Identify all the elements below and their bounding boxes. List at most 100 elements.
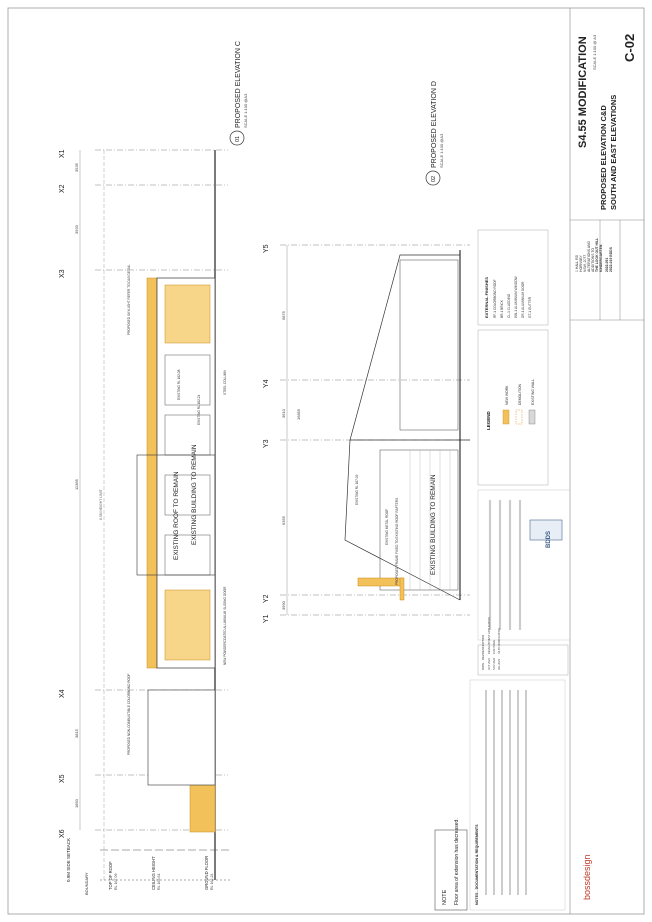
elevation-c-title-text: PROPOSED ELEVATION C <box>235 41 242 128</box>
finish-item: WN-1 ALUMINIUM WINDOW <box>514 276 518 318</box>
notes-heading: NOTES - DOCUMENTATION & REQUIREMENTS <box>475 824 479 905</box>
legend-swatch-new <box>502 409 510 425</box>
finish-item: BR-1 BRICK <box>500 299 504 318</box>
callout-c: PROPOSED SKYLIGHT REFER TO DA3 DETAIL <box>127 264 131 335</box>
dim-c: 3933 <box>74 224 79 234</box>
rev-cell: NOV 2022 <box>492 657 496 670</box>
finishes-box: EXTERNAL FINISHES RF-1 COLORBOND ROOF BR… <box>477 229 549 326</box>
finish-item: DR-1 ALUMINIUM DOOR <box>521 281 525 318</box>
dim-c: 3535 <box>74 162 79 172</box>
grid-label-x6: X6 <box>59 829 66 838</box>
grid-label-y4: Y4 <box>263 379 270 388</box>
grid-label-x2: X2 <box>59 184 66 193</box>
project-address: 1 HALL RD HORNSBY NSW, 2077 ALTERATIONS … <box>575 238 613 272</box>
elevation-c-number: 01 <box>235 136 241 142</box>
grid-label-y2: Y2 <box>263 594 270 603</box>
rev-header: REV <box>481 654 485 660</box>
finish-item: RF-1 COLORBOND ROOF <box>493 279 497 318</box>
callout-c: NEW POWDERCOATED ALUMINIUM SLIDING DOOR <box>223 586 227 665</box>
boundary-label: BOUNDARY <box>84 872 89 895</box>
notes-area <box>477 489 571 641</box>
legend-heading: LEGEND <box>486 410 491 430</box>
elevation-c-title: 01 PROPOSED ELEVATION C SCALE 1:100 @A3 <box>229 41 248 146</box>
project-reference: 2022-015 BDDS <box>609 246 613 272</box>
new-door-c <box>164 414 211 456</box>
height-limit-label: 8.5M HEIGHT LIMIT <box>99 489 103 520</box>
legend-item: EXISTING WALL <box>531 379 535 405</box>
new-extension-c <box>189 779 216 833</box>
callout-d: EXISTING BUILDING TO REMAIN <box>430 474 437 575</box>
rev-header: DESCRIPTION <box>481 635 485 654</box>
sheet-scale: SCALE 1:100 @ A3 <box>592 34 597 70</box>
legend-box: LEGEND NEW WORK DEMOLITION EXISTING WALL <box>477 329 549 486</box>
dim-d: 6355 <box>281 515 286 525</box>
dim-d: 3610 <box>281 408 286 418</box>
project-line: ALTERATIONS AND <box>587 240 591 272</box>
level-top-of-roof: TOP OF ROOF <box>108 861 113 890</box>
legend-swatch-demo <box>515 409 523 425</box>
legend-swatch-existing <box>528 409 536 425</box>
project-line: HORNSBY <box>579 254 583 272</box>
new-door-c <box>164 284 211 344</box>
grid-label-y3: Y3 <box>263 439 270 448</box>
level-markers: TOP OF ROOF RL 167.09 CEILING HEIGHT RL … <box>66 489 214 895</box>
project-line: 1 HALL RD <box>575 254 579 272</box>
level-ground-rl: RL 162.24 <box>210 874 214 890</box>
legend-item: DEMOLITION <box>518 383 522 405</box>
grid-label-x1: X1 <box>59 149 66 158</box>
side-setback-label: 0.9M SIDE SETBACK <box>66 838 71 882</box>
elevation-d-title: 02 PROPOSED ELEVATION D SCALE 1:100 @A3 <box>425 81 444 186</box>
level-ceiling-rl: RL 163.61 <box>157 874 161 890</box>
elevation-c-drawing <box>100 150 230 881</box>
callout-d: PROPOSED FRAME FIXED TO EXISTING ROOF RA… <box>395 498 399 585</box>
note-title: NOTE <box>442 889 448 905</box>
grid-label-x5: X5 <box>59 774 66 783</box>
level-ceiling: CEILING HEIGHT <box>151 856 156 890</box>
level-ground: GROUND FLOOR <box>204 856 209 890</box>
new-door-c <box>164 534 211 576</box>
rev-header: DATE <box>481 663 485 670</box>
dim-d: 5875 <box>281 310 286 320</box>
project-line: ADDITIONS TO <box>591 248 595 272</box>
dim-c: 1850 <box>74 798 79 808</box>
new-door-c <box>164 474 211 516</box>
dim-c: 3815 <box>74 728 79 738</box>
sheet-title: S4.55 MODIFICATION <box>577 36 589 148</box>
callout-d: EXISTING RL 167.09 <box>355 474 359 505</box>
elevation-c-marker <box>229 130 245 146</box>
dim-c: 11385 <box>74 478 79 490</box>
grid-label-x4: X4 <box>59 689 66 698</box>
grid-d: Y5 Y4 Y3 Y2 Y1 <box>263 244 470 623</box>
project-line: THE LOOK OUT HILL <box>595 238 599 272</box>
drawing-title-2: SOUTH AND EAST ELEVATIONS <box>609 95 618 210</box>
sheet-number: C-02 <box>622 34 637 62</box>
callout-c: EXISTING RL 162.08 <box>177 369 181 400</box>
dim-d: 3990 <box>281 600 286 610</box>
callout-c: EXISTING RL 162.24 <box>197 394 201 425</box>
rev-cell: JUL 2023 <box>497 658 501 670</box>
bdds-logo: BDDS <box>529 519 563 548</box>
grid-label-y5: Y5 <box>263 244 270 253</box>
elevation-c-scale: SCALE 1:100 @A3 <box>243 93 248 128</box>
callout-c: PROPOSED NON-COMBUSTIBLE COLORBOND ROOF <box>127 673 131 755</box>
bdds-logo-text: BDDS <box>546 531 552 548</box>
note-box: NOTE Floor area of extension has decreas… <box>434 818 468 911</box>
dimensions-d: 5875 3610 6355 3990 16855 <box>281 245 301 615</box>
new-frame-d <box>399 577 405 601</box>
finishes-heading: EXTERNAL FINISHES <box>484 277 489 318</box>
level-top-of-roof-rl: RL 167.09 <box>114 874 118 890</box>
dim-d: 16855 <box>296 408 301 420</box>
rev-cell: DEVELOPMENT APPLICATION <box>487 617 491 654</box>
drawing-title-1: PROPOSED ELEVATION C&D <box>599 105 608 210</box>
grid-label-y1: Y1 <box>263 614 270 623</box>
callout-c: EXISTING ROOF TO REMAIN <box>173 471 180 560</box>
revisions-table: DATE REV DESCRIPTION OCT 2022 DEVELOPMEN… <box>477 617 569 676</box>
project-line: NSW, 2077 <box>583 255 587 272</box>
callout-c: EXISTING BUILDING TO REMAIN <box>191 444 198 545</box>
elevation-d-number: 02 <box>431 176 437 182</box>
project-line: KINDERGARTEN <box>599 244 603 272</box>
new-door-c <box>164 589 211 661</box>
elevation-d-drawing <box>344 250 470 601</box>
elevation-d-scale: SCALE 1:100 @A3 <box>439 133 444 168</box>
